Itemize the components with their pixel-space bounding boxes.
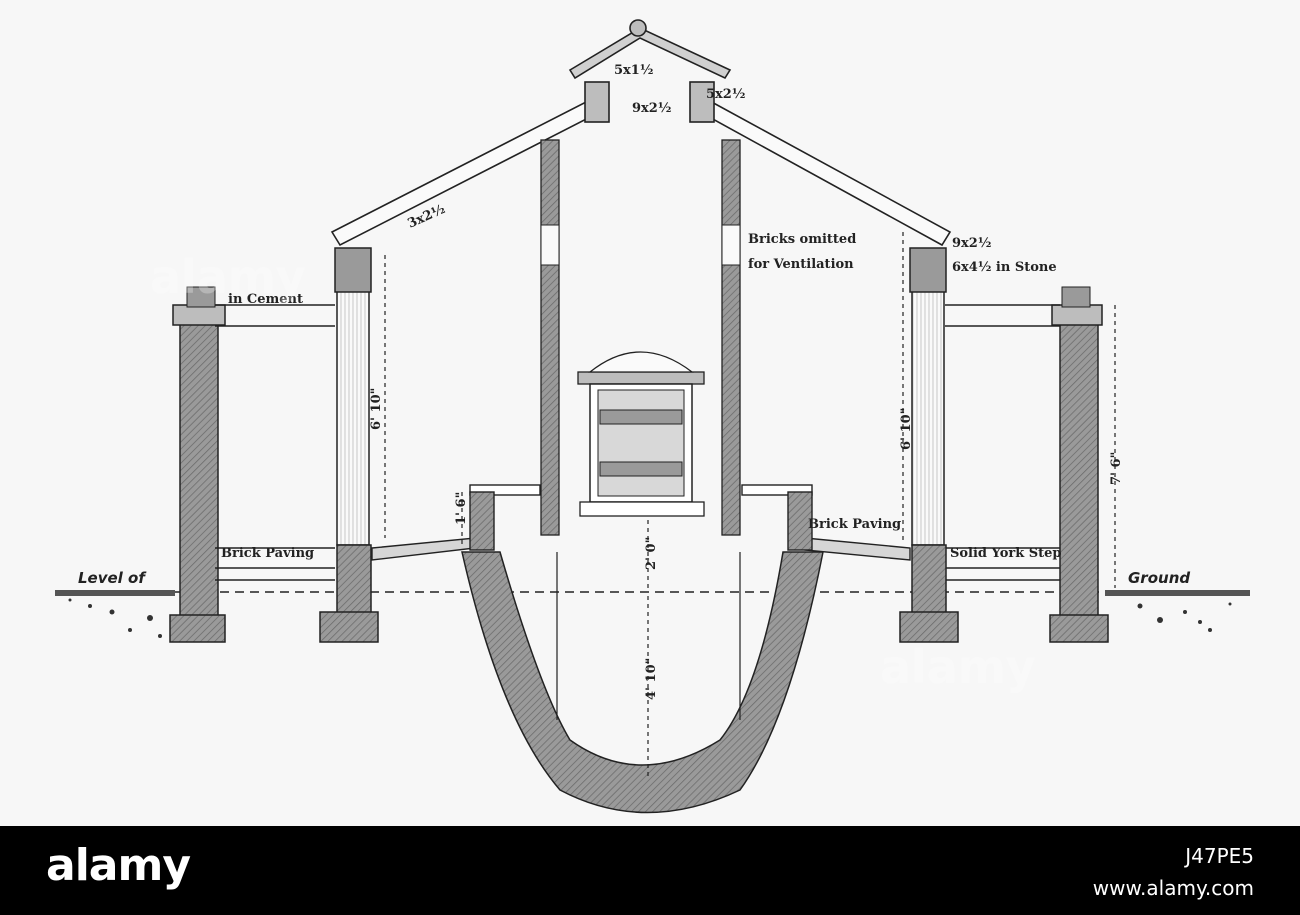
ridge-mid-label: 9x2½ [632,101,671,116]
paving [371,484,911,561]
right-stone-label: 6x4½ in Stone [952,260,1057,275]
door [577,351,705,517]
cement-label: in Cement [228,292,303,307]
step-height-label: 1' 6" [454,492,469,525]
height-right-label: 6' 10" [899,408,914,450]
height-left-label: 6' 10" [369,388,384,430]
ridge-right-label: 5x2½ [706,87,745,102]
ground-texture-left [55,590,175,638]
lean-to-right [945,304,1060,581]
ground-texture-right [1105,590,1250,632]
height-outer-label: 7' 6" [1109,452,1124,485]
right-plate-label: 9x2½ [952,236,991,251]
dimension-lines [384,232,1116,778]
pit-upper-label: 2' 0" [644,537,659,570]
main-roof [330,19,952,247]
outer-pier-left [169,286,226,643]
section-diagram: 5x1½ 5x2½ 9x2½ 3x2½ 9x2½ 6x4½ in Stone i… [55,19,1250,814]
footer-bar: alamy J47PE5 www.alamy.com [0,826,1300,915]
outer-pier-right [1049,286,1109,643]
pit-lower-label: 4' 10" [644,658,659,700]
u-pit [461,551,824,814]
brick-paving-right-label: Brick Paving [808,517,901,532]
inner-posts [540,139,741,536]
lean-to-left [215,304,335,581]
image-id: J47PE5 [1185,844,1254,868]
wall-left [319,247,379,643]
level-of-label: Level of [78,569,147,587]
brick-paving-left-label: Brick Paving [221,546,314,561]
site-url[interactable]: www.alamy.com [1092,876,1254,900]
greenhouse-section-drawing: 5x1½ 5x2½ 9x2½ 3x2½ 9x2½ 6x4½ in Stone i… [55,19,1250,814]
wall-right [899,247,959,643]
ground-label: Ground [1128,569,1190,587]
ridge-top-label: 5x1½ [614,63,653,78]
ventilation-label-line1: Bricks omitted [748,232,856,247]
ventilation-label-line2: for Ventilation [748,257,854,272]
york-step-label: Solid York Step [950,546,1062,561]
brand-logo[interactable]: alamy [46,840,191,891]
